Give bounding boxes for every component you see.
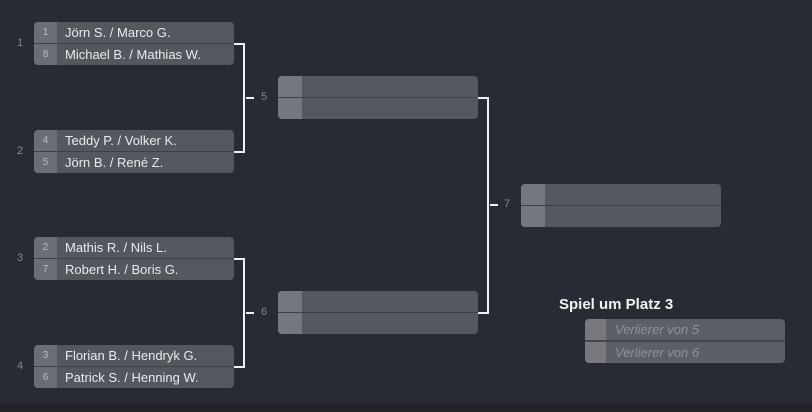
participant-name: Florian B. / Hendryk G.: [65, 348, 198, 363]
participant-row-top[interactable]: 2 Mathis R. / Nils L.: [34, 237, 234, 258]
connector-line: [243, 42, 245, 153]
participant-row-bottom[interactable]: 6 Patrick S. / Henning W.: [34, 367, 234, 388]
seed-badge: [585, 342, 606, 363]
connector-line: [234, 42, 245, 45]
row-divider: [34, 366, 234, 367]
seed-badge: 5: [34, 152, 57, 173]
participant-row-bottom[interactable]: 8 Michael B. / Mathias W.: [34, 44, 234, 65]
third-place-title: Spiel um Platz 3: [559, 296, 674, 313]
row-divider: [34, 151, 234, 152]
participant-name: Patrick S. / Henning W.: [65, 370, 199, 385]
row-divider: [34, 258, 234, 259]
seed-badge: 3: [34, 345, 57, 366]
row-divider: [521, 205, 721, 206]
connector-line: [234, 365, 245, 368]
third-place-placeholder: Verlierer von 6: [615, 345, 700, 360]
connector-line: [234, 257, 245, 260]
row-divider: [278, 312, 478, 313]
row-divider: [34, 43, 234, 44]
participant-name: Mathis R. / Nils L.: [65, 240, 167, 255]
round1-match-3[interactable]: 2 Mathis R. / Nils L. 7 Robert H. / Bori…: [34, 237, 234, 280]
winner-slot-top: [278, 76, 478, 97]
seed-badge: 2: [34, 237, 57, 258]
participant-row-bottom[interactable]: 5 Jörn B. / René Z.: [34, 152, 234, 173]
participant-row-bottom[interactable]: 7 Robert H. / Boris G.: [34, 259, 234, 280]
seed-badge: [278, 313, 302, 334]
connector-line: [490, 204, 498, 206]
match-number-label: 3: [16, 252, 24, 264]
seed-badge: [278, 291, 302, 312]
participant-name: Jörn B. / René Z.: [65, 155, 164, 170]
participant-name: Michael B. / Mathias W.: [65, 47, 201, 62]
participant-name: Teddy P. / Volker K.: [65, 133, 177, 148]
seed-badge: [521, 206, 545, 227]
match-number-label: 5: [260, 91, 268, 103]
semifinal-slot-5[interactable]: [278, 76, 478, 119]
seed-badge: 8: [34, 44, 57, 65]
winner-slot-bottom: [278, 313, 478, 334]
winner-slot-bottom: [278, 98, 478, 119]
round1-match-4[interactable]: 3 Florian B. / Hendryk G. 6 Patrick S. /…: [34, 345, 234, 388]
seed-badge: [521, 184, 545, 205]
seed-badge: 1: [34, 22, 57, 43]
third-place-placeholder: Verlierer von 5: [615, 322, 700, 337]
participant-row-top[interactable]: 3 Florian B. / Hendryk G.: [34, 345, 234, 366]
participant-name: Robert H. / Boris G.: [65, 262, 179, 277]
third-place-row-bottom: Verlierer von 6: [585, 342, 785, 363]
connector-line: [478, 96, 487, 99]
winner-slot-top: [278, 291, 478, 312]
seed-badge: [278, 76, 302, 97]
participant-name: Jörn S. / Marco G.: [65, 25, 171, 40]
round1-match-2[interactable]: 4 Teddy P. / Volker K. 5 Jörn B. / René …: [34, 130, 234, 173]
match-number-label: 2: [16, 145, 24, 157]
winner-slot-bottom: [521, 206, 721, 227]
third-place-match[interactable]: Verlierer von 5 Verlierer von 6: [585, 319, 785, 363]
third-place-row-top: Verlierer von 5: [585, 319, 785, 340]
match-number-label: 1: [16, 37, 24, 49]
bottom-bar: [0, 404, 812, 412]
semifinal-slot-6[interactable]: [278, 291, 478, 334]
row-divider: [278, 97, 478, 98]
connector-line: [243, 257, 245, 368]
participant-row-top[interactable]: 4 Teddy P. / Volker K.: [34, 130, 234, 151]
round1-match-1[interactable]: 1 Jörn S. / Marco G. 8 Michael B. / Math…: [34, 22, 234, 65]
match-number-label: 6: [260, 306, 268, 318]
final-slot-7[interactable]: [521, 184, 721, 227]
row-divider: [585, 340, 785, 342]
seed-badge: 6: [34, 367, 57, 388]
participant-row-top[interactable]: 1 Jörn S. / Marco G.: [34, 22, 234, 43]
connector-line: [487, 96, 489, 314]
seed-badge: 7: [34, 259, 57, 280]
connector-line: [478, 311, 487, 314]
match-number-label: 7: [503, 198, 511, 210]
connector-line: [246, 96, 254, 99]
seed-badge: [585, 319, 606, 340]
seed-badge: 4: [34, 130, 57, 151]
connector-line: [234, 150, 245, 153]
winner-slot-top: [521, 184, 721, 205]
seed-badge: [278, 98, 302, 119]
match-number-label: 4: [16, 360, 24, 372]
connector-line: [246, 311, 254, 314]
